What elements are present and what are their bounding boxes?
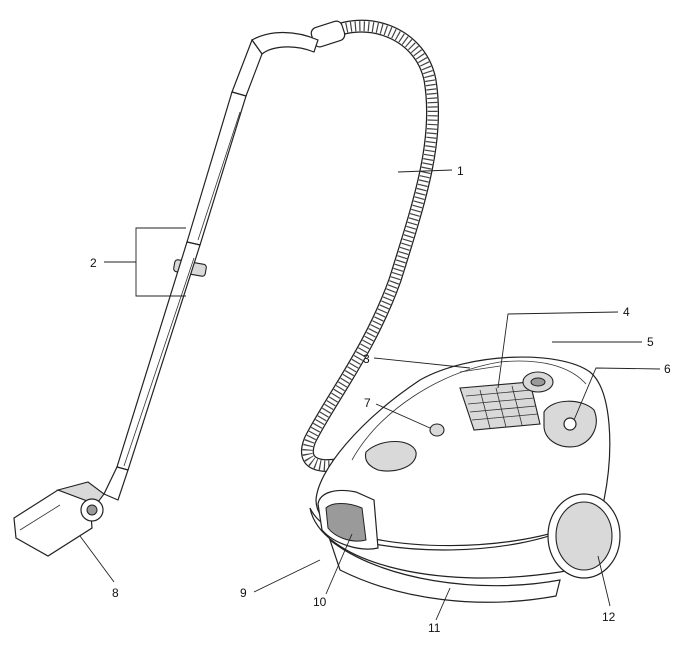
callout-5: 5 [647,335,654,349]
callout-8: 8 [112,586,119,600]
vacuum-body [309,356,621,603]
callout-4: 4 [623,305,630,319]
callout-10: 10 [313,595,327,609]
hose [301,19,440,473]
rear-wheel [547,493,621,579]
callout-7: 7 [364,396,371,410]
callout-9: 9 [240,586,247,600]
leader-lines [79,169,661,621]
floor-nozzle [13,481,105,557]
outlet-grille [459,381,541,431]
callout-12: 12 [602,610,616,624]
callout-1: 1 [457,164,464,178]
callout-3: 3 [363,352,370,366]
telescopic-tube [103,31,319,501]
callout-11: 11 [428,621,441,635]
callout-labels: 1 2 3 4 5 6 7 8 9 10 11 12 [90,164,671,635]
callout-2: 2 [90,256,97,270]
callout-6: 6 [664,362,671,376]
